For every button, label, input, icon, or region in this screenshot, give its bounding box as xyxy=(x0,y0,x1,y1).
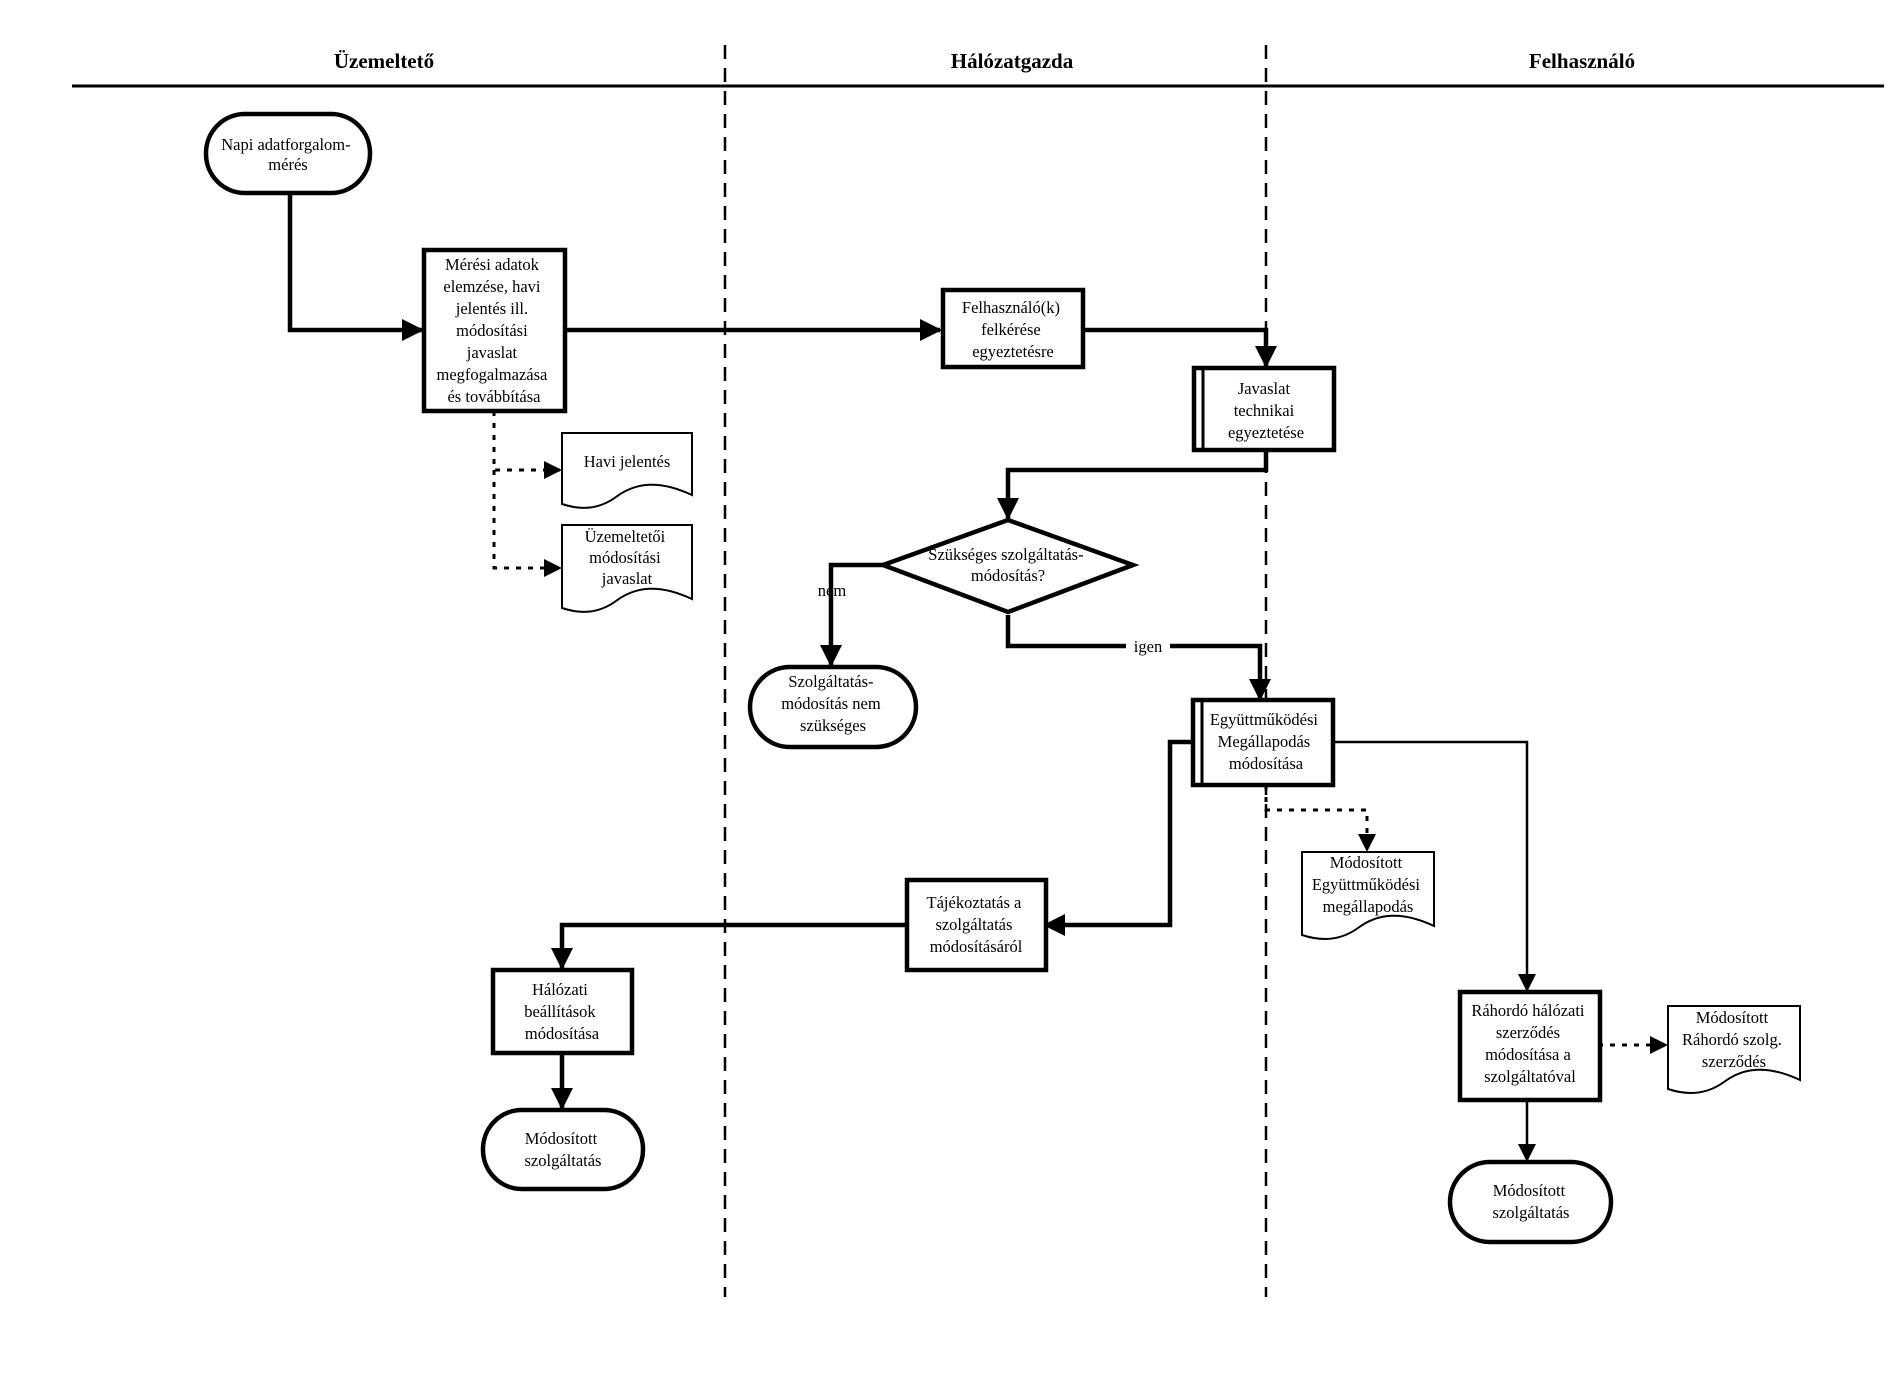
node-text-line: szolgáltatóval xyxy=(1484,1067,1576,1086)
node-text-line: Módosított xyxy=(1330,853,1403,872)
node-text-line: technikai xyxy=(1234,401,1295,420)
node-text-line: javaslat xyxy=(466,343,518,362)
edge-label-igen-bg xyxy=(1126,634,1170,656)
edge-decision-yes xyxy=(1005,615,1271,701)
node-text-line: Tájékoztatás a xyxy=(927,893,1022,912)
node-szukseges-modositas: Szükséges szolgáltatás- módosítás? xyxy=(876,517,1140,615)
node-rahordo-szerzodes: Ráhordó hálózati szerződés módosítása a … xyxy=(1457,989,1603,1103)
node-text-line: Napi adatforgalom- xyxy=(221,135,350,154)
edge-tajekoztatas-to-halozati xyxy=(551,922,905,970)
node-javaslat-egyeztetese: Javaslat technikai egyeztetése xyxy=(1191,365,1337,453)
node-nem-szukseges: Szolgáltatás- módosítás nem szükséges xyxy=(747,664,919,750)
edge-label-igen: igen xyxy=(1134,637,1162,656)
node-text-line: Módosított xyxy=(1696,1008,1769,1027)
svg-text:Felhasználó(k) felkérése: Felhasználó(k) felkérése egyeztetésre xyxy=(962,298,1064,361)
node-text-line: szolgáltatás xyxy=(935,915,1012,934)
node-text-line: jelentés ill. xyxy=(455,299,528,318)
node-modositott-szolgaltatas-1: Módosított szolgáltatás xyxy=(480,1107,646,1192)
edge-egyutt-to-rahordo xyxy=(1333,740,1536,992)
node-text-line: elemzése, havi xyxy=(443,277,541,296)
node-text-line: Felhasználó(k) xyxy=(962,298,1060,317)
edge-felkerese-to-javaslat xyxy=(1083,327,1277,368)
svg-text:Havi jelentés: Havi jelentés xyxy=(584,452,671,471)
node-text-line: Javaslat xyxy=(1238,379,1291,398)
node-modositott-megallapodas: Módosított Együttműködési megállapodás xyxy=(1301,851,1435,940)
lane-title-halozatgazda: Hálózatgazda xyxy=(951,49,1074,73)
node-text-line: módosítása xyxy=(1229,754,1304,773)
node-text-line: Mérési adatok xyxy=(445,255,540,274)
node-text-line: szerződés xyxy=(1702,1052,1766,1071)
svg-text:Javaslat technikai: Javaslat technikai egyeztetése xyxy=(1228,379,1304,442)
node-text-line: beállítások xyxy=(524,1002,596,1021)
node-text-line: felkérése xyxy=(981,320,1041,339)
edge-napi-to-meresi xyxy=(287,193,424,341)
svg-text:Módosított szolgáltatás: Módosított szolgáltatás xyxy=(525,1129,602,1170)
svg-text:Ráhordó hálózati szerződ: Ráhordó hálózati szerződés módosítása a … xyxy=(1471,1001,1588,1086)
node-text-line: megfogalmazása xyxy=(437,365,549,384)
node-halozati-beallitasok: Hálózati beállítások módosítása xyxy=(490,967,635,1056)
node-text-line: módosítási xyxy=(456,321,528,340)
node-text-line: Együttműködési xyxy=(1210,710,1319,729)
svg-text:Módosított Együttműködés: Módosított Együttműködési megállapodás xyxy=(1312,853,1424,916)
node-text-line: egyeztetésre xyxy=(972,342,1054,361)
node-text-line: Módosított xyxy=(1493,1181,1566,1200)
node-text-line: Ráhordó szolg. xyxy=(1682,1030,1782,1049)
node-text-line: Szükséges szolgáltatás- xyxy=(928,545,1083,564)
node-text-line: Szolgáltatás- xyxy=(788,672,873,691)
node-havi-jelentes: Havi jelentés xyxy=(561,432,693,509)
node-text-line: egyeztetése xyxy=(1228,423,1304,442)
lane-title-felhasznalo: Felhasználó xyxy=(1529,49,1635,73)
edge-meresi-to-uzemeltetoi xyxy=(492,470,562,577)
svg-text:Szolgáltatás- módosítás: Szolgáltatás- módosítás nem szükséges xyxy=(781,672,885,735)
node-egyuttmukodesi-modositasa: Együttműködési Megállapodás módosítása xyxy=(1190,697,1336,788)
node-tajekoztatas: Tájékoztatás a szolgáltatás módosításáró… xyxy=(904,877,1049,973)
node-text-line: javaslat xyxy=(601,569,653,588)
node-text-line: Módosított xyxy=(525,1129,598,1148)
edge-label-nem: nem xyxy=(818,581,847,600)
edge-javaslat-to-decision xyxy=(997,450,1269,520)
svg-text:Napi adatforgalom- mérés: Napi adatforgalom- mérés xyxy=(221,135,354,174)
node-meresi-adatok: Mérési adatok elemzése, havi jelentés il… xyxy=(421,247,568,414)
node-napi-adatforgalom: Napi adatforgalom- mérés xyxy=(203,111,373,196)
node-text-line: szükséges xyxy=(800,716,866,735)
node-text-line: Havi jelentés xyxy=(584,452,671,471)
node-text-line: szolgáltatás xyxy=(1493,1203,1570,1222)
node-uzemeltetoi-javaslat: Üzemeltetői módosítási javaslat xyxy=(561,524,693,613)
edge-decision-no xyxy=(820,562,883,667)
node-modositott-szolgaltatas-2: Módosított szolgáltatás xyxy=(1447,1159,1614,1245)
node-text-line: Üzemeltetői xyxy=(585,527,666,546)
svg-text:Szükséges szolgáltatás-: Szükséges szolgáltatás- módosítás? xyxy=(928,545,1087,585)
lane-title-uzemelteto: Üzemeltető xyxy=(334,49,434,73)
node-text-line: Hálózati xyxy=(532,980,588,999)
node-text-line: mérés xyxy=(268,155,307,174)
node-text-line: módosítása xyxy=(525,1024,600,1043)
svg-text:Tájékoztatás a szolgálta: Tájékoztatás a szolgáltatás módosításáró… xyxy=(927,893,1026,956)
svg-text:Üzemeltetői módosítási: Üzemeltetői módosítási javaslat xyxy=(585,527,670,588)
node-text-line: szerződés xyxy=(1496,1023,1560,1042)
svg-text:Módosított szolgáltatás: Módosított szolgáltatás xyxy=(1493,1181,1570,1222)
edge-meresi-to-havi xyxy=(492,411,562,479)
node-text-line: Ráhordó hálózati xyxy=(1471,1001,1585,1020)
svg-text:Hálózati beállítások: Hálózati beállítások módosítása xyxy=(524,980,600,1043)
node-text-line: szolgáltatás xyxy=(525,1151,602,1170)
node-text-line: Megállapodás xyxy=(1218,732,1311,751)
node-felhasznalok-felkerese: Felhasználó(k) felkérése egyeztetésre xyxy=(940,287,1086,370)
node-text-line: megállapodás xyxy=(1323,897,1414,916)
node-text-line: és továbbítása xyxy=(447,387,541,406)
node-text-line: módosítási xyxy=(589,548,661,567)
svg-text:Módosított Ráhordó szolg: Módosított Ráhordó szolg. szerződés xyxy=(1682,1008,1786,1071)
node-text-line: módosításáról xyxy=(930,937,1023,956)
node-text-line: Együttműködési xyxy=(1312,875,1421,894)
node-text-line: módosítása a xyxy=(1485,1045,1571,1064)
edge-egyutt-to-megallapodas xyxy=(1264,785,1376,852)
node-text-line: módosítás? xyxy=(971,566,1045,585)
edge-egyutt-to-tajekoztatas xyxy=(1043,739,1193,936)
node-text-line: módosítás nem xyxy=(781,694,881,713)
node-modositott-rahordo: Módosított Ráhordó szolg. szerződés xyxy=(1667,1005,1801,1094)
svg-text:Mérési adatok elemzése,: Mérési adatok elemzése, havi jelentés il… xyxy=(437,255,552,406)
svg-text:Együttműködési Megállapo: Együttműködési Megállapodás módosítása xyxy=(1210,710,1322,773)
